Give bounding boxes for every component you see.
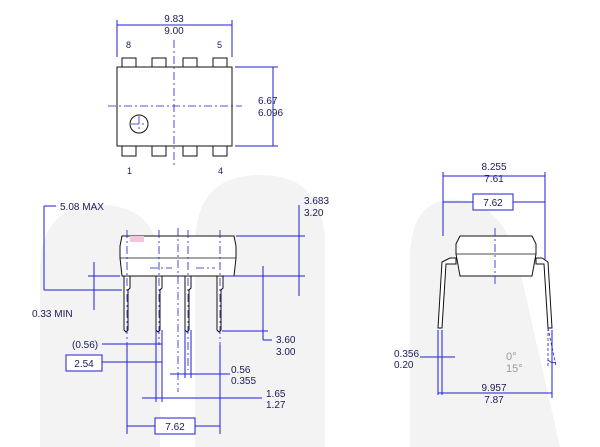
- end-lead-right: [535, 257, 553, 329]
- end-body: [455, 235, 537, 277]
- standoff-min: 0.33 MIN: [32, 309, 73, 320]
- lead-thickness-min: 0.20: [394, 360, 414, 371]
- pin-8-label: 8: [126, 40, 131, 50]
- side-view: 5.08 MAX 0.33 MIN 3.683 3.20 3.60 3.00 (…: [32, 196, 329, 435]
- lead-length-min: 3.00: [276, 347, 296, 358]
- pin-1-label: 1: [127, 166, 132, 176]
- top-height-min: 6.096: [258, 108, 283, 119]
- side-row-spacing: 7.62: [165, 422, 185, 433]
- body-height-max: 3.683: [304, 196, 329, 207]
- end-view: 8.255 7.61 7.62 0.356 0.20 0° 15° 9.957 …: [394, 162, 557, 406]
- top-height-max: 6.67: [258, 96, 278, 107]
- top-body: [116, 66, 233, 147]
- pin1-marker-icon: [129, 114, 149, 134]
- shoulder-width-max: 1.65: [266, 389, 286, 400]
- top-view: 9.83 9.00 6.67 6.096 8 5 1 4: [108, 14, 283, 176]
- top-pin-2: [151, 145, 167, 157]
- lead-length-max: 3.60: [276, 335, 296, 346]
- shoulder-ref: (0.56): [72, 340, 98, 351]
- end-width-max: 8.255: [481, 162, 506, 173]
- shoulder-width-min: 1.27: [266, 400, 286, 411]
- row-spacing-box: [154, 417, 196, 435]
- background-watermark: [40, 175, 560, 447]
- end-row-spacing: 7.62: [483, 198, 503, 209]
- end-lead-left: [437, 257, 457, 329]
- lead-thickness-max: 0.356: [394, 349, 419, 360]
- pin-5-label: 5: [217, 40, 222, 50]
- pitch-box: [65, 354, 103, 372]
- lead-angle-max: 15°: [506, 363, 523, 375]
- top-pin-1: [121, 145, 137, 157]
- body-height-min: 3.20: [304, 208, 324, 219]
- lead-width-min: 0.355: [231, 376, 256, 387]
- side-pin1-mark: [130, 236, 144, 242]
- top-pin-3: [182, 145, 198, 157]
- end-row-spacing-box: [472, 193, 514, 211]
- lead-span-min: 7.87: [484, 395, 504, 406]
- end-width-min: 7.61: [484, 174, 504, 185]
- top-width-max: 9.83: [164, 14, 184, 25]
- lead-width-max: 0.56: [231, 365, 251, 376]
- pin-4-label: 4: [218, 166, 223, 176]
- lead-span-max: 9.957: [481, 383, 506, 394]
- seat-height-max: 5.08 MAX: [60, 202, 104, 213]
- lead-pitch: 2.54: [74, 359, 94, 370]
- top-pin-4: [212, 145, 228, 157]
- lead-angle-min: 0°: [506, 351, 517, 363]
- top-width-min: 9.00: [164, 26, 184, 37]
